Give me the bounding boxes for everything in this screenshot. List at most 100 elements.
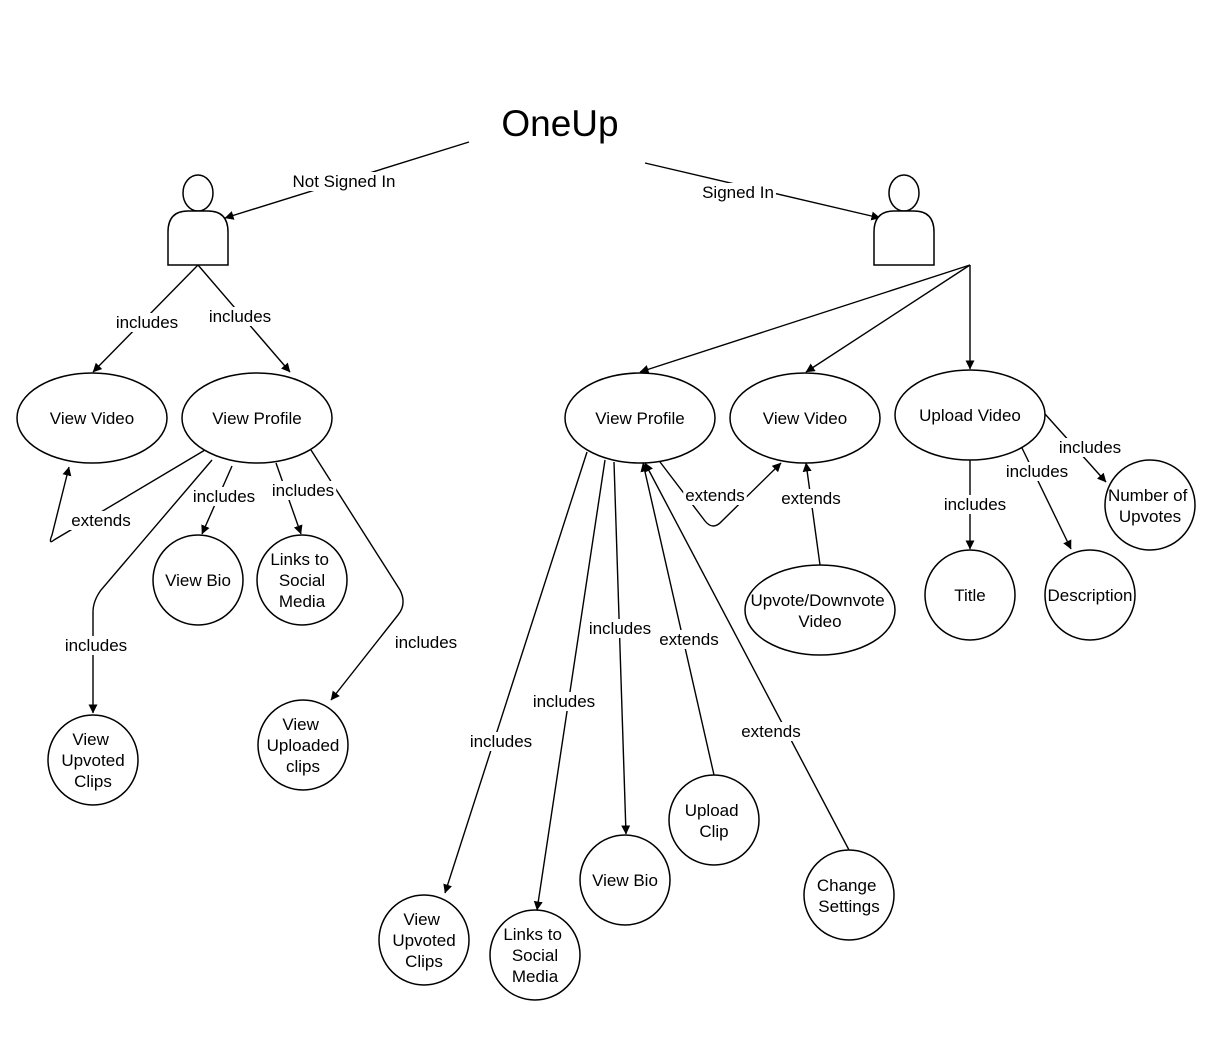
edge-label: includes <box>272 481 334 500</box>
edge-settings-extends-profile <box>644 462 850 851</box>
use-case-label-line: Upvoted <box>61 751 124 770</box>
svg-text:Number of Upvotes: Number of Upvotes <box>1108 486 1192 526</box>
actor-not-signed-in <box>167 174 229 266</box>
edge-profile-links-social-right <box>533 459 606 911</box>
use-case-label-line: Upvotes <box>1119 507 1181 526</box>
use-case-label: View <box>72 730 109 749</box>
use-case-view-profile: View Profile <box>564 372 716 464</box>
edge-label: includes <box>1006 462 1068 481</box>
use-case-title: Title <box>924 549 1016 641</box>
edge-label-background <box>1003 462 1071 481</box>
edge-label-background <box>269 481 337 500</box>
edge-label-background <box>113 313 181 332</box>
use-case-label: View Profile <box>212 409 301 428</box>
edge-label: includes <box>116 313 178 332</box>
svg-text:Upvote/Downvote Video: Upvote/Downvote Video <box>751 591 890 631</box>
edge-label: includes <box>193 487 255 506</box>
edge-label: includes <box>589 619 651 638</box>
svg-text:Change Settings: Change Settings <box>817 876 881 916</box>
actor-signed-in <box>873 174 935 266</box>
edge-profile-upvoted-clips-right <box>443 451 588 894</box>
edge-label-background <box>530 692 598 711</box>
edge-label-background <box>190 487 258 506</box>
use-case-label-line: Settings <box>818 897 879 916</box>
actor-head <box>182 174 214 212</box>
edge-label-background <box>62 636 130 655</box>
edge-label-background <box>586 619 654 638</box>
use-case-change-settings: Change Settings <box>803 849 895 941</box>
edge-label: extends <box>659 630 719 649</box>
use-case-description: Description <box>1044 549 1136 641</box>
edge-label-background <box>700 183 776 202</box>
use-case-label: Upload <box>685 801 739 820</box>
use-case-label: View Bio <box>165 571 231 590</box>
use-case-label-line: Upvoted <box>392 931 455 950</box>
use-case-label: Links to <box>270 550 329 569</box>
use-case-label-line: Clips <box>405 952 443 971</box>
edge-upvote-extends-video <box>802 462 821 566</box>
use-case-label-line: Media <box>512 967 559 986</box>
edge-label-background <box>941 495 1009 514</box>
edge-label: Signed In <box>702 183 774 202</box>
use-case-label: View Video <box>50 409 134 428</box>
edge-label-background <box>779 489 843 508</box>
edge-label-background <box>69 511 133 530</box>
nodes-layer: View Video View Profile View Bio Links t… <box>16 369 1196 1001</box>
edges-layer <box>49 141 1107 911</box>
edge-label: includes <box>65 636 127 655</box>
edge-label: extends <box>741 722 801 741</box>
edge-label: extends <box>71 511 131 530</box>
edge-label-background <box>657 630 721 649</box>
use-case-label: View Profile <box>595 409 684 428</box>
use-case-number-of-upvotes: Number of Upvotes <box>1104 459 1196 551</box>
use-case-label: Change <box>817 876 877 895</box>
use-case-label-line: Clip <box>699 822 728 841</box>
use-case-label-line: Media <box>279 592 326 611</box>
edge-profile-extends-video <box>49 449 206 543</box>
use-case-label: View Bio <box>592 871 658 890</box>
edge-user-view-video <box>805 264 971 373</box>
use-case-label: Links to <box>503 925 562 944</box>
edge-profile-upvoted-clips <box>88 459 213 714</box>
use-case-view-video: View Video <box>729 372 881 464</box>
edge-label-background <box>739 722 803 741</box>
edge-label: extends <box>781 489 841 508</box>
use-case-label-line: Video <box>798 612 841 631</box>
use-case-upvote-downvote-video: Upvote/Downvote Video <box>744 564 896 656</box>
use-case-label: Title <box>954 586 986 605</box>
use-case-view-bio: View Bio <box>579 834 671 926</box>
edge-profile-view-bio-right <box>613 461 631 835</box>
use-case-view-bio: View Bio <box>152 534 244 626</box>
use-case-label-line: clips <box>286 757 320 776</box>
actor-body <box>873 210 935 266</box>
use-case-label-line: Clips <box>74 772 112 791</box>
edge-label: includes <box>209 307 271 326</box>
edge-label: includes <box>395 633 457 652</box>
edge-label-background <box>467 732 535 751</box>
use-case-upload-video: Upload Video <box>894 369 1046 461</box>
edge-profile-extends-video-right <box>656 457 782 527</box>
edge-upload-clip-extends-profile <box>640 462 715 776</box>
use-case-view-profile: View Profile <box>181 372 333 464</box>
edge-label: includes <box>944 495 1006 514</box>
diagram-title: OneUp <box>501 103 618 144</box>
edge-label: extends <box>685 486 745 505</box>
use-case-upload-clip: Upload Clip <box>668 774 760 866</box>
use-case-label: Number of <box>1108 486 1188 505</box>
edge-label: Not Signed In <box>292 172 395 191</box>
edge-labels-layer: Not Signed In Signed In includes include… <box>62 172 1124 751</box>
svg-text:Upload Clip: Upload Clip <box>685 801 744 841</box>
edge-label-background <box>683 486 747 505</box>
use-case-label: Upload Video <box>919 406 1021 425</box>
use-case-label-line: Social <box>279 571 325 590</box>
